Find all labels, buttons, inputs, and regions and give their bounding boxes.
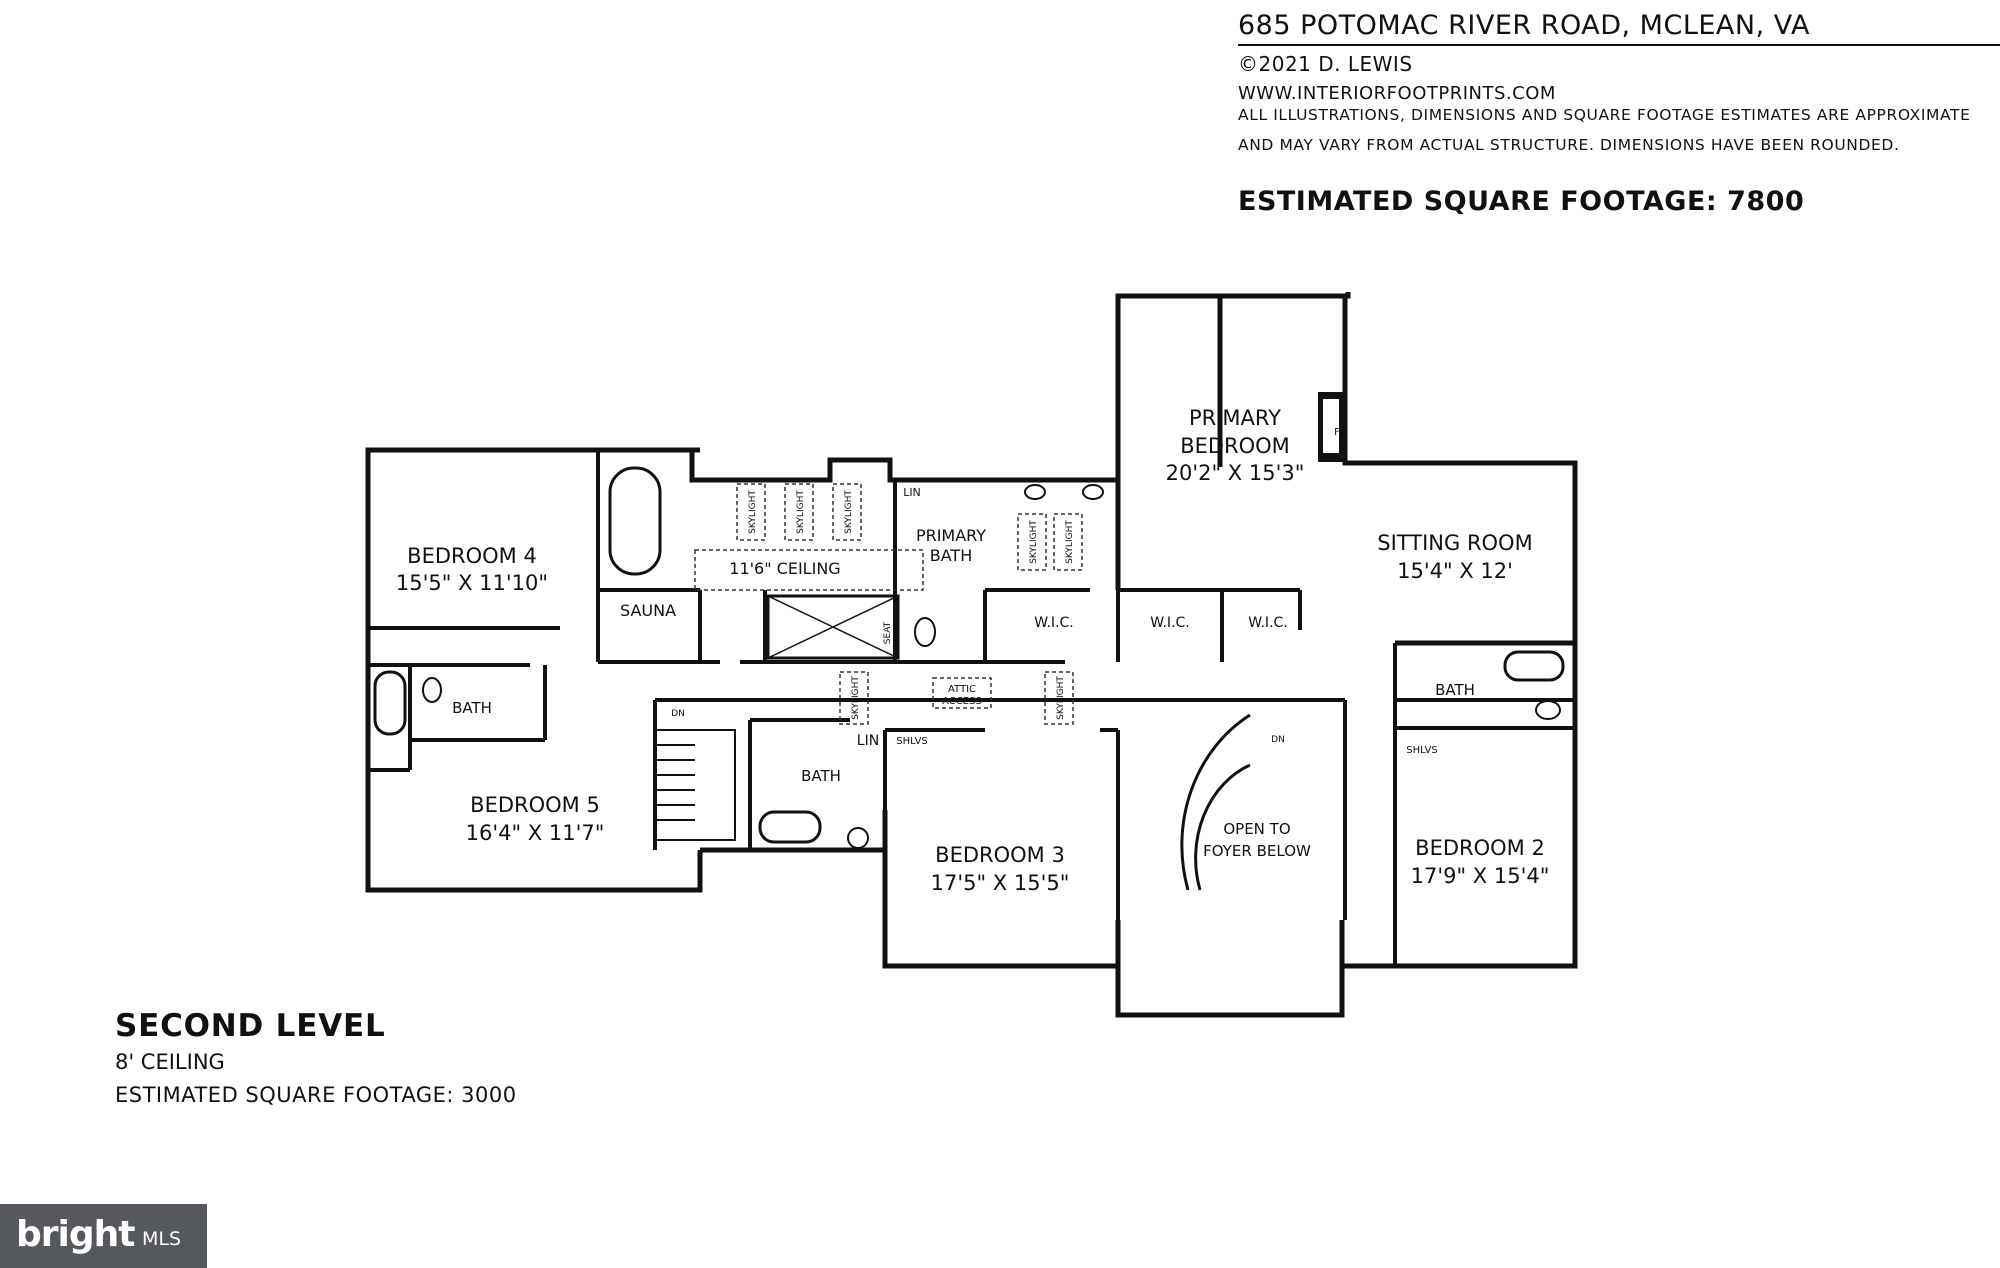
skylight-label-6: SKYLIGHT	[851, 676, 861, 720]
bath4-tub	[373, 670, 407, 736]
rear-stair	[654, 729, 736, 841]
bedroom4-dims: 15'5" X 11'10"	[396, 571, 548, 595]
skylight-label-3: SKYLIGHT	[844, 490, 854, 534]
primary-bedroom-dims: 20'2" X 15'3"	[1166, 461, 1305, 485]
skylight-4	[1017, 513, 1047, 571]
skylight-1	[736, 483, 766, 541]
primary-bath-label-1: PRIMARY	[916, 526, 986, 545]
skylight-label-5: SKYLIGHT	[1065, 520, 1075, 564]
shlvs-label-2: SHLVS	[1406, 745, 1438, 756]
attic-label-1: ATTIC	[948, 684, 976, 695]
primary-shower	[766, 594, 900, 660]
fireplace-label: FP	[1334, 427, 1346, 438]
ceiling-area	[694, 549, 924, 591]
level-square-footage: ESTIMATED SQUARE FOOTAGE: 3000	[115, 1083, 517, 1107]
sauna-label: SAUNA	[620, 601, 676, 620]
toilet-primary	[914, 617, 936, 647]
mls-suffix: MLS	[142, 1228, 182, 1250]
west-wing-outer-wall	[365, 447, 703, 893]
website: WWW.INTERIORFOOTPRINTS.COM	[1238, 83, 1556, 104]
skylight-2	[784, 483, 814, 541]
mls-logo: bright MLS	[0, 1204, 207, 1268]
skylight-3	[832, 483, 862, 541]
header-divider	[1238, 44, 2000, 46]
level-title: SECOND LEVEL	[115, 1008, 386, 1044]
toilet-hall	[847, 827, 869, 849]
bedroom3-dims: 17'5" X 15'5"	[931, 871, 1070, 895]
bedroom4-label: BEDROOM 4	[407, 544, 537, 568]
skylight-7	[1044, 671, 1074, 725]
total-square-footage: ESTIMATED SQUARE FOOTAGE: 7800	[1238, 186, 1805, 217]
bedroom2-label: BEDROOM 2	[1415, 836, 1545, 860]
bottom-center-outer-wall	[1115, 920, 1345, 1018]
bath-label-hall: BATH	[801, 767, 841, 785]
seat-label: SEAT	[883, 621, 893, 644]
level-ceiling: 8' CEILING	[115, 1050, 225, 1074]
primary-bedroom-label-2: BEDROOM	[1180, 434, 1290, 458]
ceiling-note: 11'6" CEILING	[729, 559, 840, 578]
fireplace-hearth	[1321, 397, 1341, 455]
mls-brand: bright	[16, 1214, 135, 1255]
bath2-tub	[1503, 650, 1565, 682]
wic-label-2: W.I.C.	[1150, 615, 1190, 631]
bedroom2-dims: 17'9" X 15'4"	[1411, 864, 1550, 888]
bedroom5-dims: 16'4" X 11'7"	[466, 821, 605, 845]
sink-1	[1024, 484, 1046, 500]
bath-label-east: BATH	[1435, 681, 1475, 699]
bedroom3-outer-wall	[882, 810, 1118, 969]
open-foyer-label-1: OPEN TO	[1223, 820, 1290, 838]
toilet-bath4	[422, 677, 442, 703]
sink-2	[1082, 484, 1104, 500]
disclaimer-line-2: AND MAY VARY FROM ACTUAL STRUCTURE. DIME…	[1238, 136, 1900, 154]
bedroom5-label: BEDROOM 5	[470, 793, 600, 817]
hall-bath-tub	[758, 810, 822, 844]
lin-label-1: LIN	[903, 486, 921, 499]
skylight-label-4: SKYLIGHT	[1029, 520, 1039, 564]
curved-stair	[1180, 713, 1251, 891]
primary-bath-label-2: BATH	[930, 546, 972, 565]
shlvs-label-1: SHLVS	[896, 736, 928, 747]
wic-label-3: W.I.C.	[1248, 615, 1288, 631]
sitting-room-dims: 15'4" X 12'	[1397, 559, 1513, 583]
toilet-bath2	[1535, 700, 1561, 720]
rear-stair-dn: DN	[671, 709, 685, 719]
attic-label-2: ACCESS	[942, 696, 982, 707]
open-foyer-label-2: FOYER BELOW	[1203, 842, 1311, 860]
skylight-label-1: SKYLIGHT	[748, 490, 758, 534]
skylight-label-2: SKYLIGHT	[796, 490, 806, 534]
bath-label-west: BATH	[452, 699, 492, 717]
copyright: ©2021 D. LEWIS	[1238, 52, 1413, 76]
primary-bedroom-label-1: PRIMARY	[1189, 406, 1281, 430]
skylight-5	[1053, 513, 1083, 571]
property-address: 685 POTOMAC RIVER ROAD, MCLEAN, VA	[1238, 10, 1810, 41]
skylight-label-7: SKYLIGHT	[1056, 676, 1066, 720]
skylight-6	[839, 671, 869, 725]
disclaimer-line-1: ALL ILLUSTRATIONS, DIMENSIONS AND SQUARE…	[1238, 106, 1971, 124]
attic-hatch	[932, 677, 992, 709]
east-wing-outer-wall	[1342, 643, 1578, 969]
sitting-room-label: SITTING ROOM	[1377, 531, 1532, 555]
wic-label-1: W.I.C.	[1034, 615, 1074, 631]
primary-tub	[608, 466, 662, 576]
top-bath-outer-wall	[689, 450, 1118, 483]
curved-stair-dn: DN	[1271, 735, 1285, 745]
bedroom3-label: BEDROOM 3	[935, 843, 1065, 867]
lin-label-2: LIN	[857, 733, 879, 749]
